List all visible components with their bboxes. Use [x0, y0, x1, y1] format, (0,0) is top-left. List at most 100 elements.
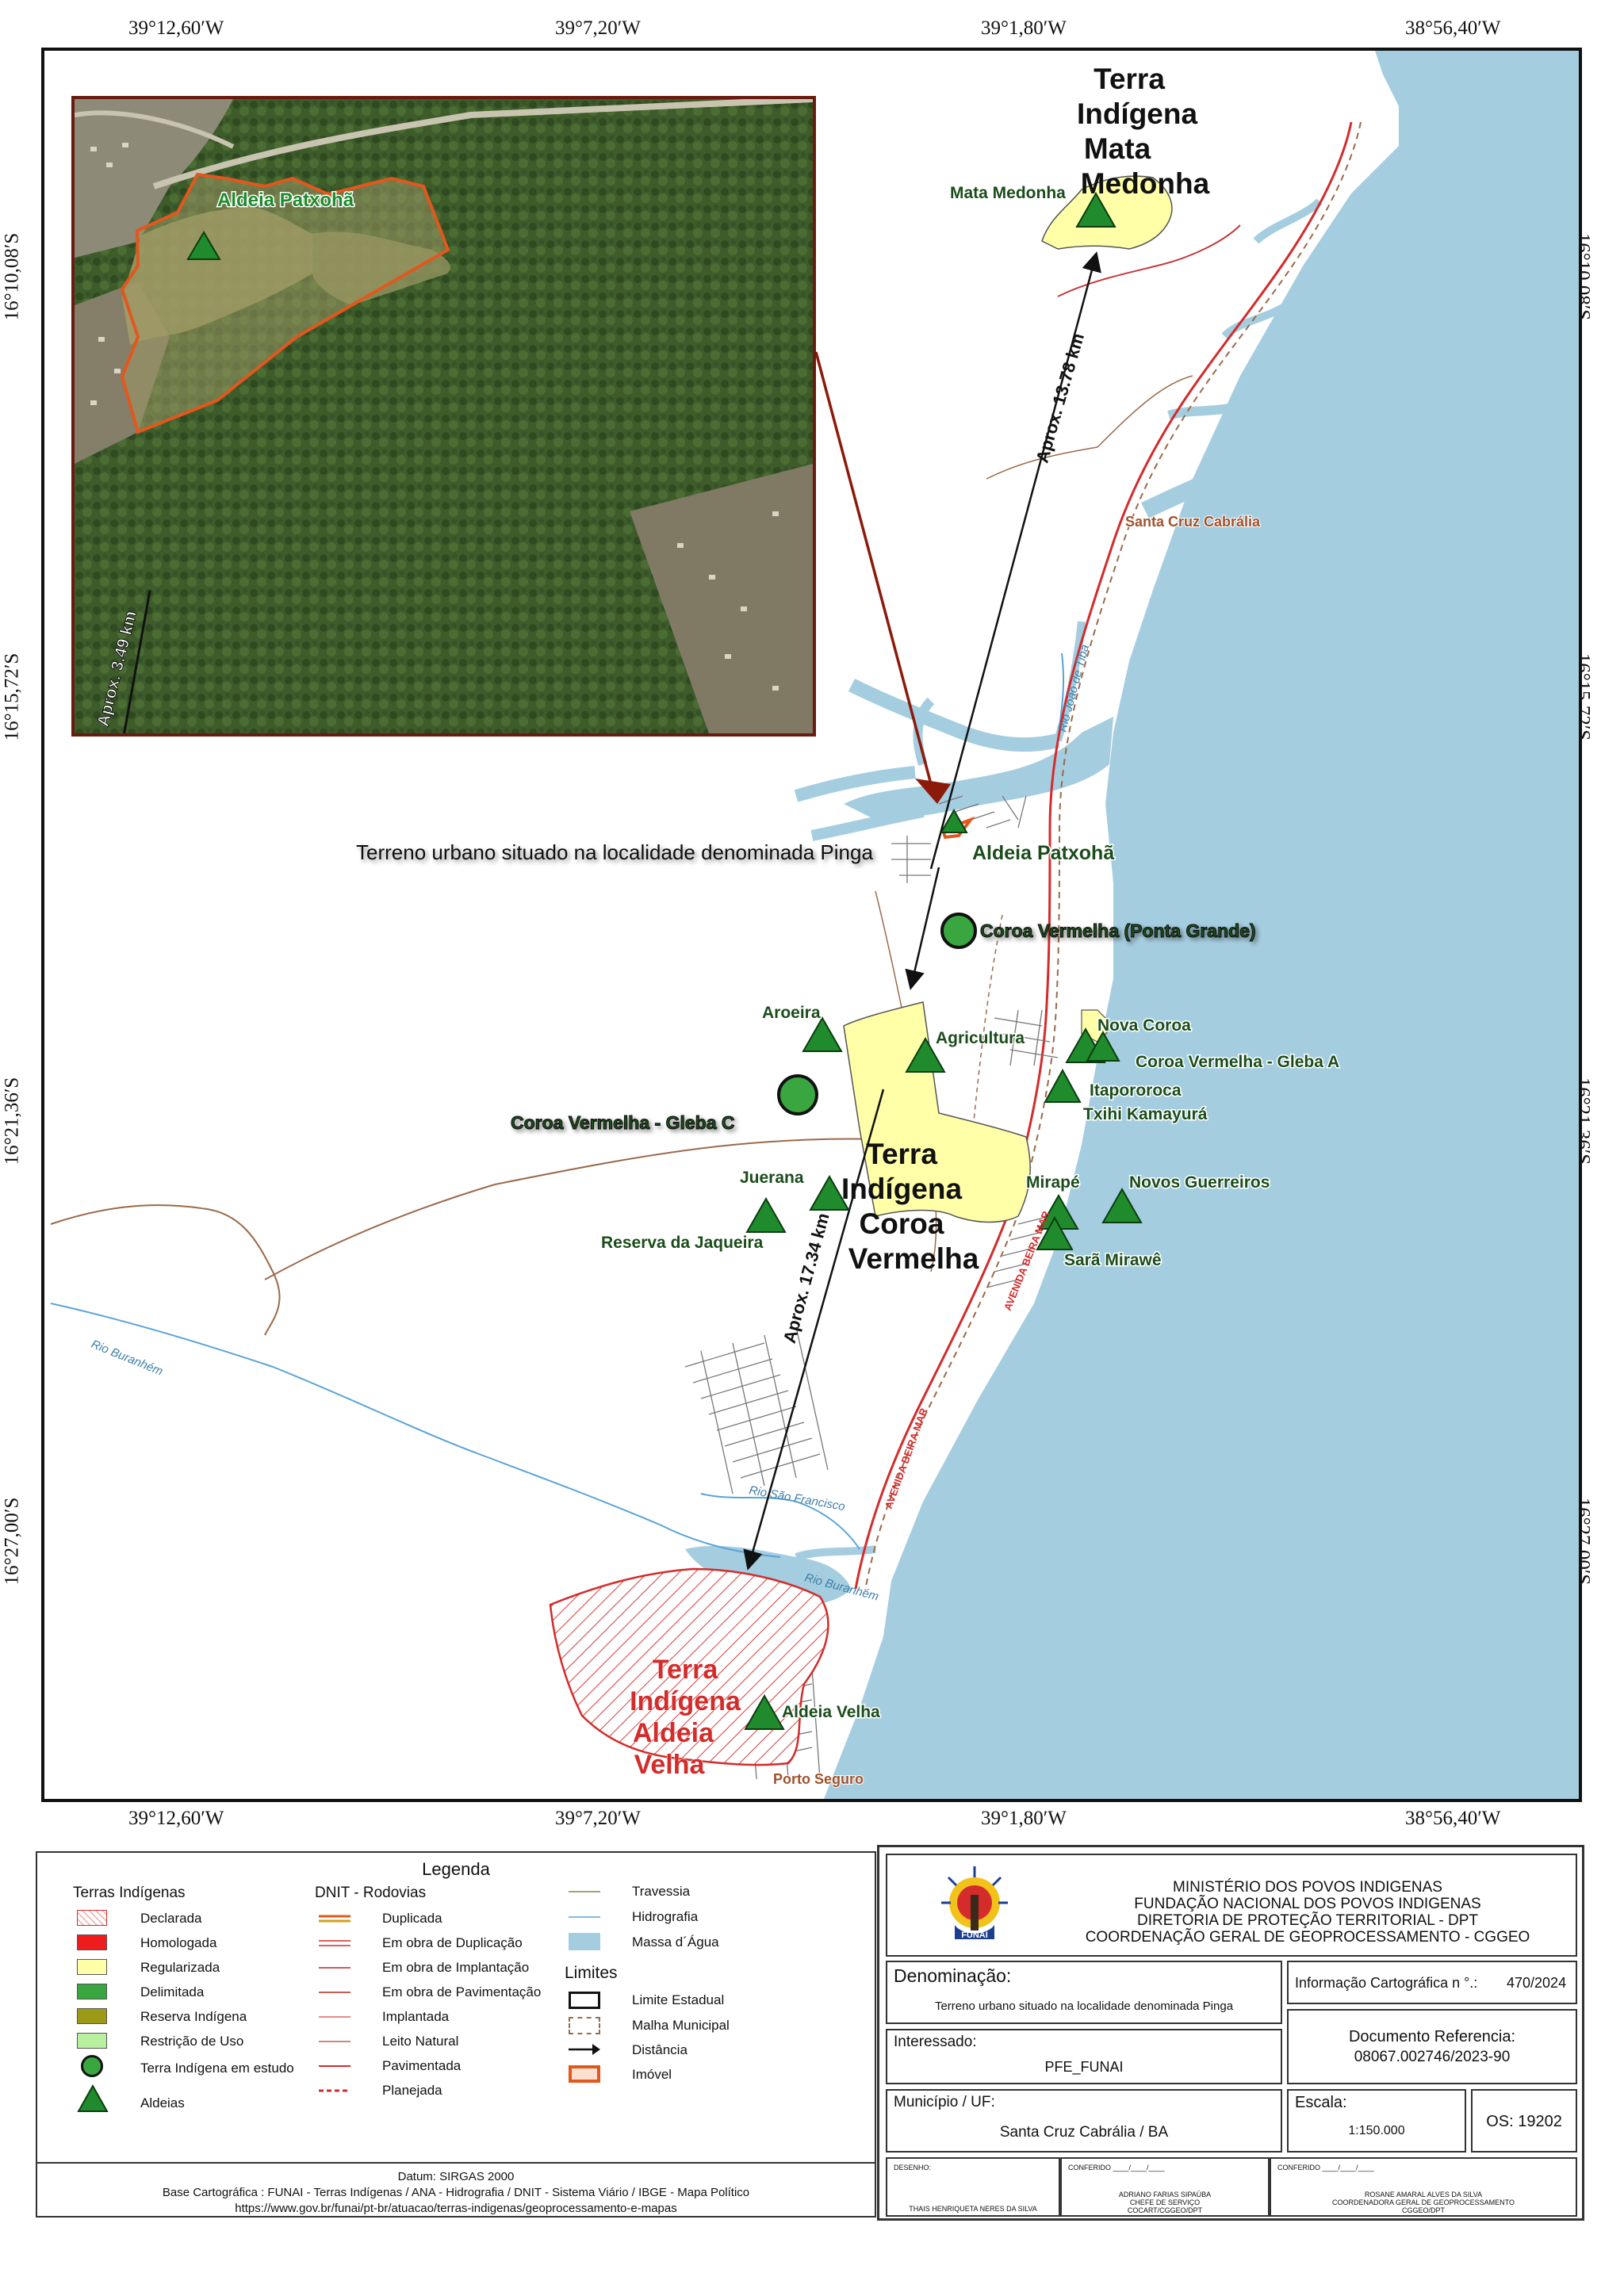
- road-pavimentada-icon: [319, 2065, 350, 2067]
- road-em-obra-pavimentacao-icon: [319, 1992, 350, 1993]
- sig-role: COORDENADORA GERAL DE GEOPROCESSAMENTO: [1331, 2198, 1515, 2206]
- org-line: DIRETORIA DE PROTEÇÃO TERRITORIAL - DPT: [1136, 1912, 1479, 1929]
- swatch-malha-municipal: [569, 2017, 600, 2034]
- legend-item: Em obra de Pavimentação: [382, 1984, 542, 1999]
- lat-label: 16°10,08′S: [1, 232, 23, 321]
- sig-name: ADRIANO FARIAS SIPAÚBA: [1118, 2191, 1212, 2198]
- village-label: Mata Medonha: [950, 184, 1066, 202]
- village-label: Nova Coroa: [1097, 1016, 1191, 1035]
- swatch-regularizada: [77, 1959, 107, 1975]
- field-value: 08067.002746/2023-90: [1354, 2049, 1511, 2065]
- village-marker-agricultura: [905, 1036, 946, 1073]
- village-marker-aldeia-velha: [744, 1693, 785, 1730]
- place-label: Santa Cruz Cabrália: [1125, 514, 1261, 530]
- sig-label: DESENHO:: [894, 2164, 932, 2172]
- legend-item: Terra Indígena em estudo: [140, 2061, 294, 2076]
- distance-arrow-3: [743, 1089, 885, 1571]
- conferido-1-box: CONFERIDO ____/____/____ ADRIANO FARIAS …: [1060, 2157, 1270, 2217]
- legend-header: Terras Indígenas: [73, 1885, 186, 1901]
- village-marker-aldeia-patxoha: [940, 808, 968, 833]
- swatch-em-estudo: [81, 2055, 103, 2077]
- base-text: Base Cartográfica : FUNAI - Terras Indíg…: [162, 2186, 750, 2199]
- coastal-highway: [854, 121, 1353, 1590]
- river-buranhem: [50, 1303, 781, 1558]
- legend-header: Limites: [565, 1964, 618, 1982]
- village-marker-novos-guerreiros: [1101, 1187, 1143, 1223]
- village-marker-juerana: [809, 1174, 850, 1211]
- village-label: Mirapé: [1026, 1173, 1080, 1192]
- field-value: 1:150.000: [1348, 2124, 1405, 2137]
- place-label: Porto Seguro: [773, 1771, 864, 1787]
- road-duplicada-icon: [319, 1915, 350, 1923]
- village-label: Novos Guerreiros: [1129, 1173, 1270, 1192]
- field-label: Município / UF:: [894, 2094, 995, 2110]
- legend-panel: Legenda Terras Indígenas Declarada Homol…: [36, 1851, 876, 2218]
- legend-item: Travessia: [632, 1884, 691, 1899]
- distance-label: Aprox. 13.78 km: [1032, 331, 1089, 465]
- map-canvas: Aprox. 13.78 km Aprox. 17.34 km Terra In…: [50, 51, 1579, 1799]
- sig-name: ROSANE AMARAL ALVES DA SILVA: [1364, 2191, 1483, 2198]
- study-label: Coroa Vermelha - Gleba C: [511, 1112, 734, 1133]
- legend-item: Aldeias: [140, 2095, 185, 2110]
- legend-item: Homologada: [140, 1935, 217, 1950]
- swatch-declarada: [77, 1910, 107, 1926]
- distance-arrow-1: [929, 251, 1101, 870]
- org-lines: MINISTÉRIO DOS POVOS INDIGENAS FUNDAÇÃO …: [1062, 1879, 1553, 1946]
- field-label: Interessado:: [894, 2034, 977, 2050]
- legend-item: Duplicada: [382, 1911, 442, 1926]
- road-br: [50, 1204, 281, 1336]
- village-marker-aroeira: [802, 1016, 843, 1052]
- main-map[interactable]: Aprox. 13.78 km Aprox. 17.34 km Terra In…: [41, 48, 1582, 1802]
- org-line: COORDENAÇÃO GERAL DE GEOPROCESSAMENTO - …: [1085, 1929, 1530, 1946]
- desenho-box: DESENHO: THAIS HENRIQUETA NERES DA SILVA: [886, 2157, 1060, 2217]
- road-em-obra-implantacao-icon: [319, 1967, 350, 1969]
- village-label: Aldeia Velha: [782, 1703, 880, 1721]
- estuary: [844, 717, 1113, 820]
- lat-label: 16°15,72′S: [1, 652, 23, 741]
- village-label: Txihi Kamayurá: [1083, 1105, 1208, 1123]
- header-box: FUNAI MINISTÉRIO DOS POVOS INDIGENAS FUN…: [886, 1854, 1577, 1957]
- legend-item: Delimitada: [140, 1984, 205, 1999]
- svg-text:Vermelha: Vermelha: [848, 1242, 979, 1275]
- field-value: Santa Cruz Cabrália / BA: [999, 2124, 1169, 2141]
- village-label: Coroa Vermelha - Gleba A: [1136, 1053, 1339, 1071]
- conferido-2-box: CONFERIDO ____/____/____ ROSANE AMARAL A…: [1270, 2157, 1577, 2217]
- legend-item: Pavimentada: [382, 2058, 462, 2073]
- swatch-restricao: [77, 2033, 107, 2049]
- sig-label: CONFERIDO ____/____/____: [1277, 2164, 1374, 2172]
- swatch-limite-estadual: [569, 1992, 600, 2009]
- village-label: Aldeia Patxohã: [972, 842, 1114, 864]
- field-value: PFE_FUNAI: [1044, 2059, 1124, 2075]
- lat-label: 16°27,00′S: [1, 1497, 23, 1586]
- sig-role: CHEFE DE SERVIÇO: [1129, 2198, 1201, 2206]
- docref-box: Documento Referencia: 08067.002746/2023-…: [1287, 2009, 1577, 2084]
- title-block: FUNAI MINISTÉRIO DOS POVOS INDIGENAS FUN…: [877, 1845, 1584, 2221]
- svg-text:Indígena: Indígena: [1077, 98, 1198, 130]
- legend-item: Em obra de Duplicação: [382, 1935, 523, 1950]
- swatch-delimitada: [77, 1984, 107, 1999]
- aldeias-icon: [77, 2084, 109, 2112]
- river-label: Rio São Francisco: [748, 1483, 846, 1513]
- legend-item: Regularizada: [140, 1960, 220, 1975]
- village-marker-reserva-jaqueira: [745, 1196, 787, 1233]
- ti-aldeia-velha-label: Terra: [653, 1655, 719, 1685]
- legend-item: Em obra de Implantação: [382, 1960, 530, 1975]
- field-label: Informação Cartográfica n °.:: [1295, 1975, 1478, 1991]
- svg-text:Mata: Mata: [1084, 132, 1151, 165]
- lon-label: 39°12,60′W: [128, 1808, 224, 1829]
- os-box: OS: 19202: [1471, 2089, 1577, 2152]
- legend-item: Reserva Indígena: [140, 2009, 247, 2024]
- road-planejada-icon: [319, 2089, 350, 2092]
- field-value: 470/2024: [1507, 1975, 1567, 1991]
- village-label: Itapororoca: [1090, 1081, 1182, 1100]
- village-marker-mata-medonha: [1075, 191, 1116, 228]
- svg-text:FUNAI: FUNAI: [961, 1931, 988, 1940]
- swatch-imovel: [569, 2065, 600, 2083]
- field-value: Terreno urbano situado na localidade den…: [934, 1999, 1234, 2013]
- svg-text:Velha: Velha: [634, 1750, 706, 1780]
- road-leito-natural-icon: [319, 2041, 350, 2042]
- sig-label: CONFERIDO ____/____/____: [1068, 2164, 1165, 2172]
- url-link[interactable]: https://www.gov.br/funai/pt-br/atuacao/t…: [235, 2202, 677, 2215]
- legend-item: Hidrografia: [632, 1909, 699, 1924]
- inset-village-label: Aldeia Patxohã: [217, 189, 354, 211]
